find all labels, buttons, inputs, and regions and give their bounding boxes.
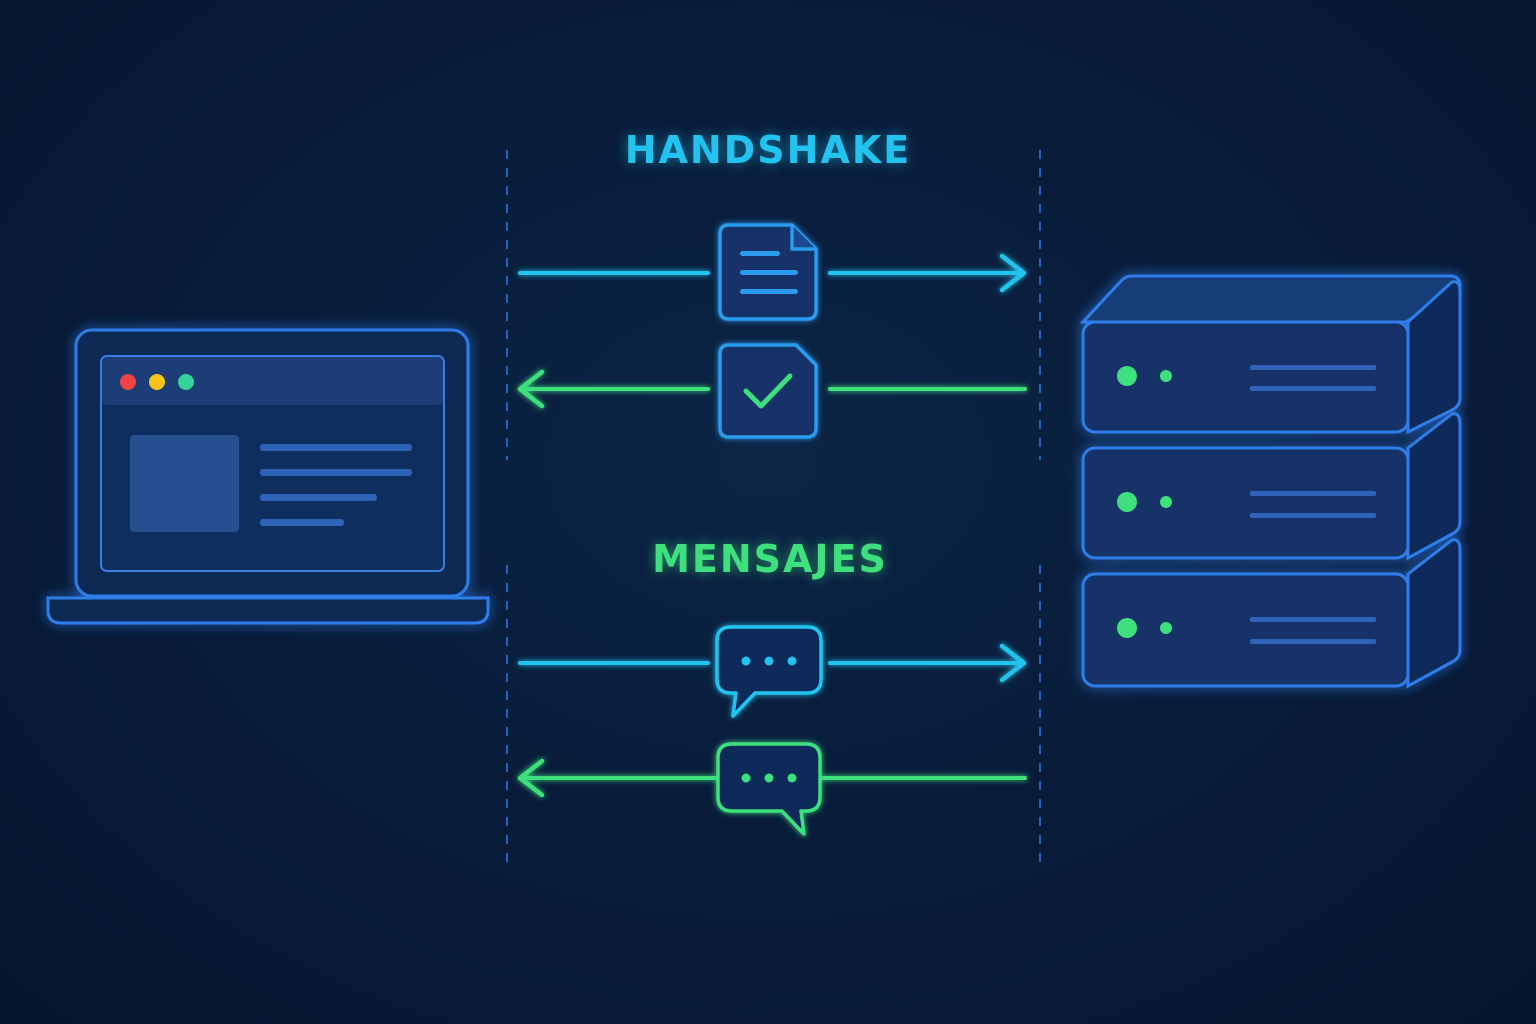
laptop-base [46,596,490,625]
vent-line [1250,639,1376,644]
maximize-dot-icon [178,374,194,390]
server-side-face [1406,280,1462,435]
arrowhead-left-icon [517,758,545,798]
status-led-icon [1117,366,1137,386]
text-line [260,494,377,501]
laptop-icon [46,328,490,625]
dashed-boundaries [506,150,1041,865]
vent-line [1250,491,1376,496]
server-unit [1081,446,1410,560]
checkmark-document-icon [718,343,818,439]
close-dot-icon [120,374,136,390]
check-icon [743,373,793,409]
server-top-face [1079,274,1462,324]
arrowhead-left-icon [517,369,545,409]
status-led-icon [1160,496,1172,508]
text-line [260,444,412,451]
server-side-face [1406,538,1462,689]
server-unit [1081,572,1410,688]
server-stack-icon [1079,274,1462,689]
text-line [260,469,412,476]
chat-bubble-icon [715,625,823,718]
arrowhead-right-icon [999,643,1027,683]
handshake-title: HANDSHAKE [624,128,912,172]
status-led-icon [1160,622,1172,634]
arrowhead-right-icon [999,253,1027,293]
message-out-arrow [518,643,1027,683]
vent-line [1250,617,1376,622]
vent-line [1250,386,1376,391]
status-led-icon [1160,370,1172,382]
document-icon [718,223,818,321]
status-led-icon [1117,618,1137,638]
server-unit [1081,320,1410,434]
image-placeholder [130,435,239,532]
handshake-response-arrow [517,369,1027,409]
browser-titlebar [102,357,443,405]
messages-title: MENSAJES [652,537,888,581]
status-led-icon [1117,492,1137,512]
vent-line [1250,365,1376,370]
chat-bubble-icon [716,742,822,836]
minimize-dot-icon [149,374,165,390]
text-line [260,519,344,526]
vent-line [1250,513,1376,518]
server-side-face [1406,412,1462,561]
handshake-request-arrow [518,253,1027,293]
message-in-arrow [517,758,1027,798]
